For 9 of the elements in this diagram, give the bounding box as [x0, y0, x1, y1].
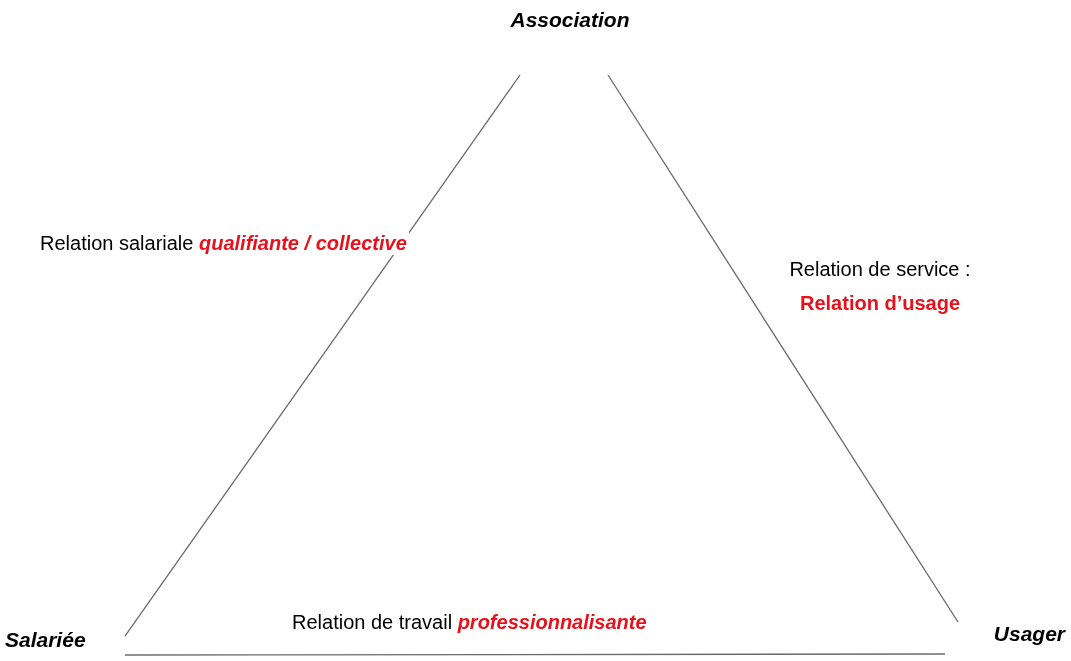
node-label: Association — [505, 8, 635, 75]
connector-line — [124, 653, 946, 656]
node-label: Salariée — [5, 628, 125, 658]
edge-label: Relation de travail professionnalisante — [290, 611, 649, 634]
connector-line — [607, 74, 959, 623]
edge-label: Relation de service : Relation d’usage — [788, 257, 972, 316]
node-label: Usager — [945, 622, 1065, 655]
edge-label: Relation salariale qualifiante / collective — [38, 232, 409, 255]
connector-line — [124, 74, 521, 637]
